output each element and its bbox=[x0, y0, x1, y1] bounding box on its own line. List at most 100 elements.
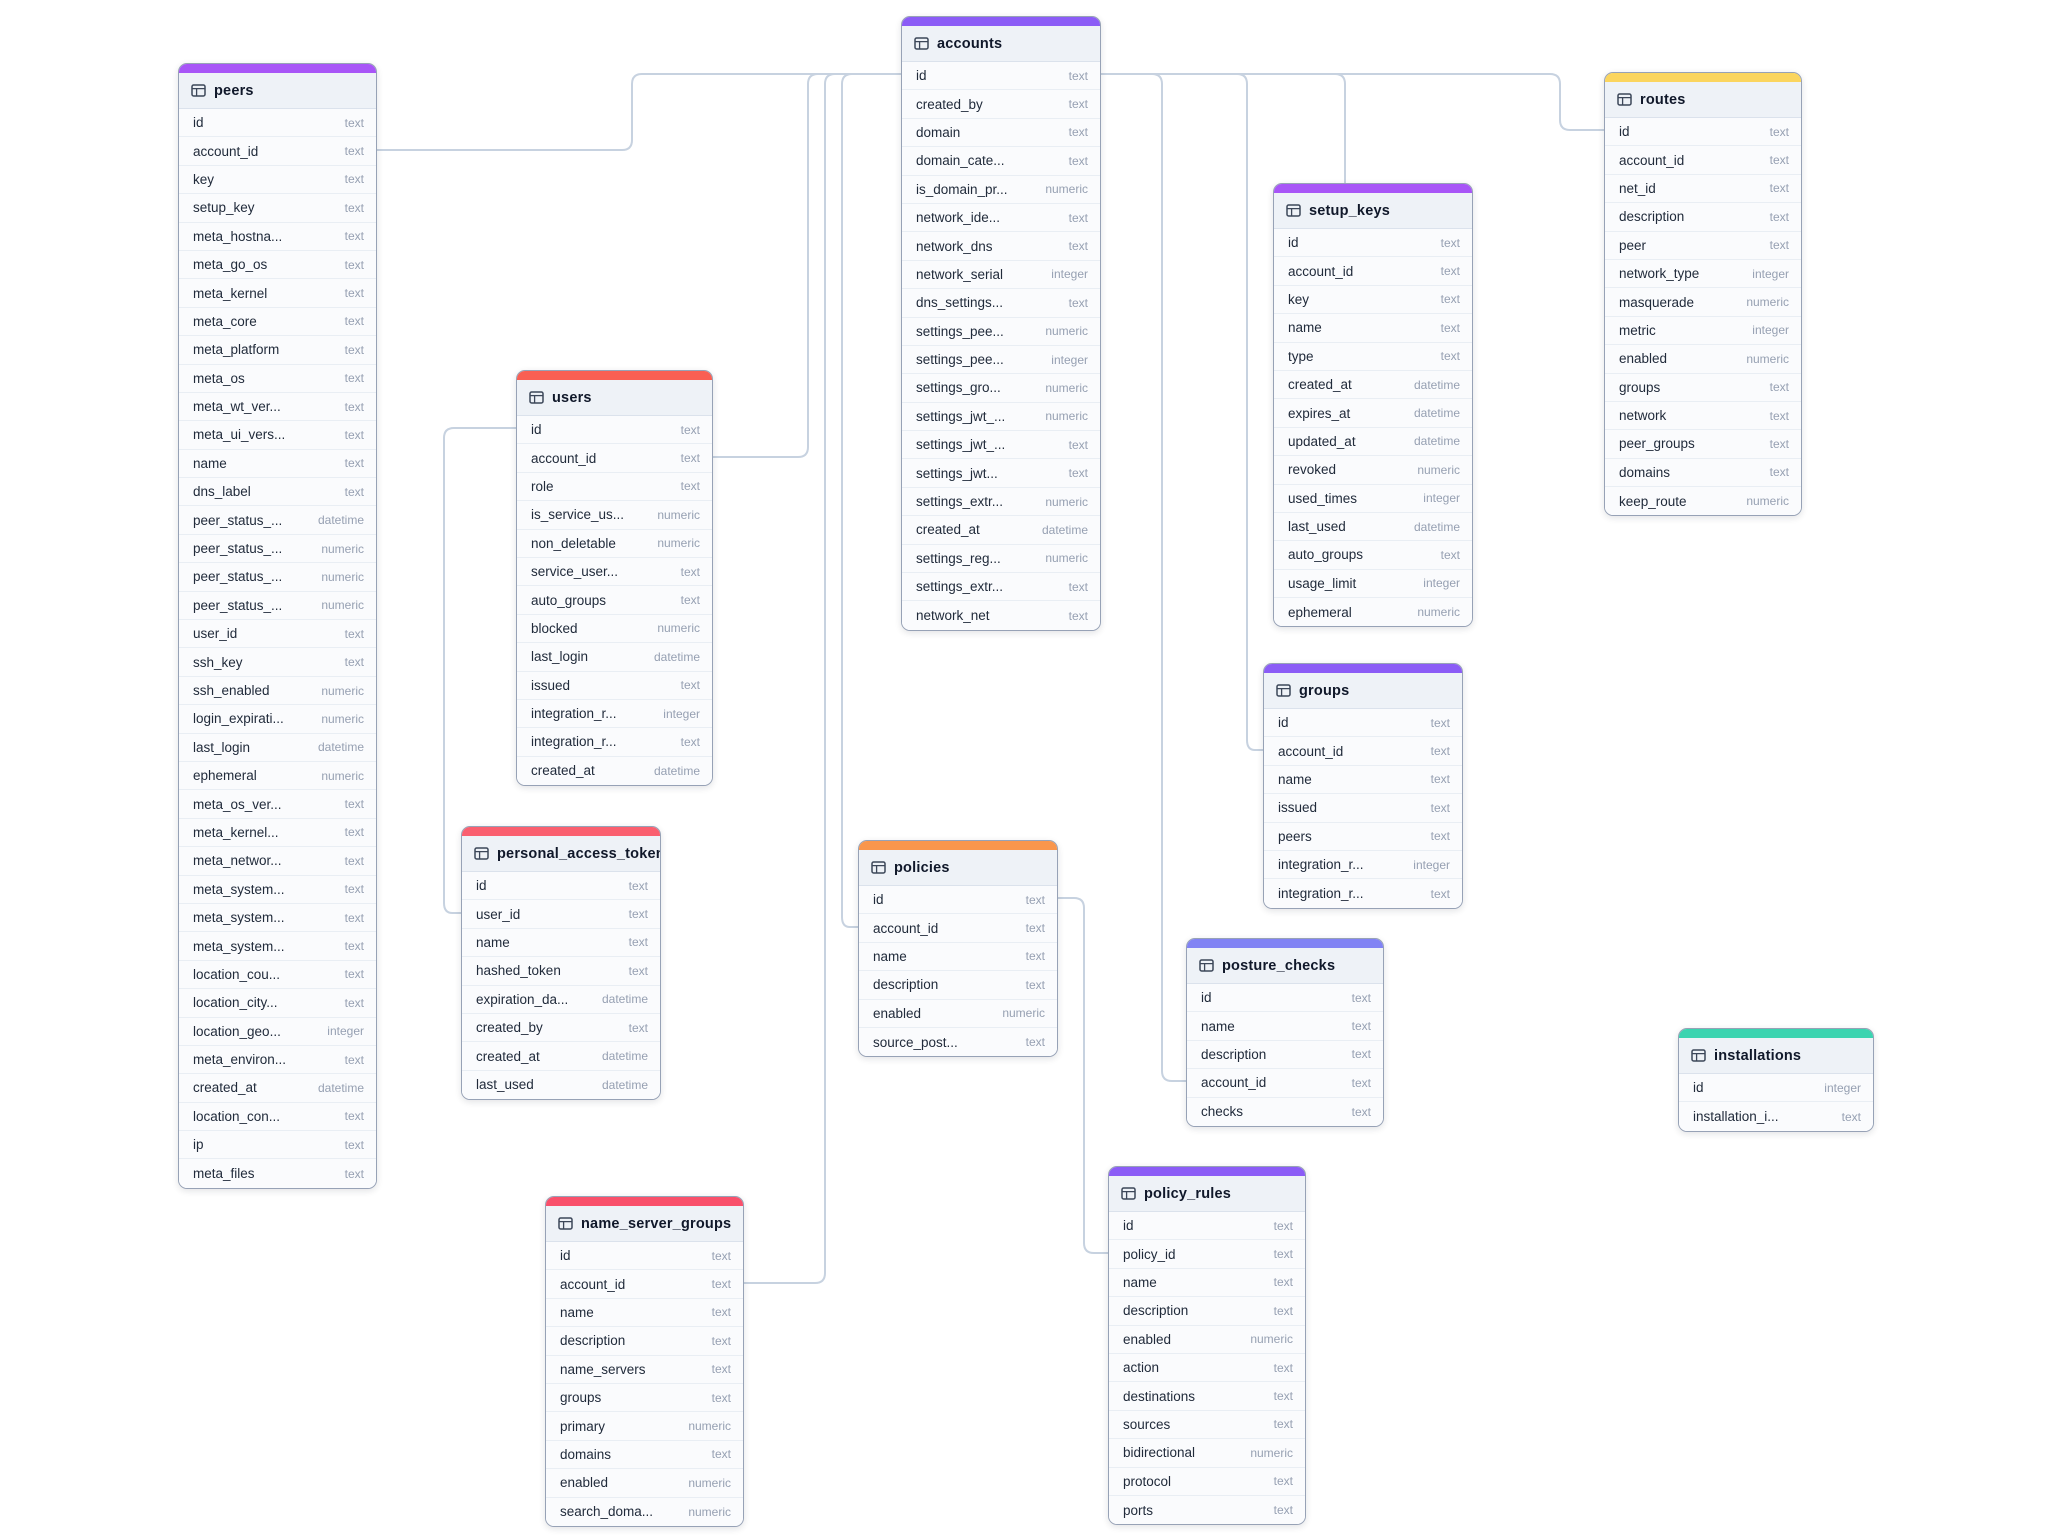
field-row-peers-key[interactable]: keytext bbox=[179, 166, 376, 194]
field-row-peers-meta_go_os[interactable]: meta_go_ostext bbox=[179, 251, 376, 279]
table-posture_checks[interactable]: posture_checksidtextnametextdescriptiont… bbox=[1186, 938, 1384, 1127]
field-row-accounts-settings_pee[interactable]: settings_pee...numeric bbox=[902, 318, 1100, 346]
field-row-setup_keys-type[interactable]: typetext bbox=[1274, 343, 1472, 371]
field-row-setup_keys-used_times[interactable]: used_timesinteger bbox=[1274, 485, 1472, 513]
field-row-accounts-network_dns[interactable]: network_dnstext bbox=[902, 232, 1100, 260]
table-header-groups[interactable]: groups bbox=[1264, 673, 1462, 709]
field-row-policy_rules-protocol[interactable]: protocoltext bbox=[1109, 1468, 1305, 1496]
field-row-accounts-created_by[interactable]: created_bytext bbox=[902, 90, 1100, 118]
field-row-routes-peer[interactable]: peertext bbox=[1605, 232, 1801, 260]
table-policy_rules[interactable]: policy_rulesidtextpolicy_idtextnametextd… bbox=[1108, 1166, 1306, 1525]
field-row-peers-meta_networ[interactable]: meta_networ...text bbox=[179, 847, 376, 875]
table-header-routes[interactable]: routes bbox=[1605, 82, 1801, 118]
field-row-setup_keys-name[interactable]: nametext bbox=[1274, 314, 1472, 342]
field-row-users-integration_r[interactable]: integration_r...integer bbox=[517, 700, 712, 728]
field-row-policy_rules-ports[interactable]: portstext bbox=[1109, 1496, 1305, 1524]
field-row-name_server_groups-id[interactable]: idtext bbox=[546, 1242, 743, 1270]
field-row-policy_rules-name[interactable]: nametext bbox=[1109, 1269, 1305, 1297]
field-row-users-last_login[interactable]: last_logindatetime bbox=[517, 643, 712, 671]
field-row-accounts-created_at[interactable]: created_atdatetime bbox=[902, 516, 1100, 544]
field-row-personal_access_tokens-id[interactable]: idtext bbox=[462, 872, 660, 900]
field-row-peers-ssh_enabled[interactable]: ssh_enablednumeric bbox=[179, 677, 376, 705]
field-row-peers-ip[interactable]: iptext bbox=[179, 1131, 376, 1159]
field-row-routes-peer_groups[interactable]: peer_groupstext bbox=[1605, 430, 1801, 458]
field-row-peers-peer_status_[interactable]: peer_status_...numeric bbox=[179, 563, 376, 591]
field-row-policies-enabled[interactable]: enablednumeric bbox=[859, 1000, 1057, 1028]
field-row-peers-location_city[interactable]: location_city...text bbox=[179, 989, 376, 1017]
field-row-name_server_groups-account_id[interactable]: account_idtext bbox=[546, 1270, 743, 1298]
field-row-peers-account_id[interactable]: account_idtext bbox=[179, 137, 376, 165]
field-row-personal_access_tokens-expiration_da[interactable]: expiration_da...datetime bbox=[462, 986, 660, 1014]
field-row-setup_keys-account_id[interactable]: account_idtext bbox=[1274, 257, 1472, 285]
field-row-personal_access_tokens-hashed_token[interactable]: hashed_tokentext bbox=[462, 957, 660, 985]
field-row-policy_rules-sources[interactable]: sourcestext bbox=[1109, 1411, 1305, 1439]
field-row-posture_checks-name[interactable]: nametext bbox=[1187, 1012, 1383, 1040]
field-row-policy_rules-destinations[interactable]: destinationstext bbox=[1109, 1382, 1305, 1410]
field-row-users-id[interactable]: idtext bbox=[517, 416, 712, 444]
field-row-peers-user_id[interactable]: user_idtext bbox=[179, 620, 376, 648]
field-row-peers-meta_ui_vers[interactable]: meta_ui_vers...text bbox=[179, 421, 376, 449]
field-row-peers-meta_kernel[interactable]: meta_kernel...text bbox=[179, 819, 376, 847]
table-header-setup_keys[interactable]: setup_keys bbox=[1274, 193, 1472, 229]
field-row-users-created_at[interactable]: created_atdatetime bbox=[517, 757, 712, 785]
table-header-users[interactable]: users bbox=[517, 380, 712, 416]
field-row-users-issued[interactable]: issuedtext bbox=[517, 672, 712, 700]
field-row-peers-meta_system[interactable]: meta_system...text bbox=[179, 904, 376, 932]
field-row-accounts-domain[interactable]: domaintext bbox=[902, 119, 1100, 147]
field-row-policies-description[interactable]: descriptiontext bbox=[859, 971, 1057, 999]
table-header-posture_checks[interactable]: posture_checks bbox=[1187, 948, 1383, 984]
field-row-setup_keys-auto_groups[interactable]: auto_groupstext bbox=[1274, 541, 1472, 569]
field-row-peers-created_at[interactable]: created_atdatetime bbox=[179, 1074, 376, 1102]
field-row-setup_keys-id[interactable]: idtext bbox=[1274, 229, 1472, 257]
field-row-routes-network_type[interactable]: network_typeinteger bbox=[1605, 260, 1801, 288]
field-row-name_server_groups-search_doma[interactable]: search_doma...numeric bbox=[546, 1498, 743, 1526]
field-row-peers-meta_files[interactable]: meta_filestext bbox=[179, 1159, 376, 1187]
field-row-accounts-network_net[interactable]: network_nettext bbox=[902, 601, 1100, 629]
field-row-users-blocked[interactable]: blockednumeric bbox=[517, 615, 712, 643]
field-row-peers-meta_system[interactable]: meta_system...text bbox=[179, 876, 376, 904]
field-row-name_server_groups-name_servers[interactable]: name_serverstext bbox=[546, 1356, 743, 1384]
table-header-personal_access_tokens[interactable]: personal_access_tokens bbox=[462, 836, 660, 872]
field-row-policy_rules-enabled[interactable]: enablednumeric bbox=[1109, 1326, 1305, 1354]
table-header-policies[interactable]: policies bbox=[859, 850, 1057, 886]
field-row-setup_keys-expires_at[interactable]: expires_atdatetime bbox=[1274, 399, 1472, 427]
field-row-name_server_groups-name[interactable]: nametext bbox=[546, 1299, 743, 1327]
field-row-name_server_groups-description[interactable]: descriptiontext bbox=[546, 1327, 743, 1355]
field-row-posture_checks-account_id[interactable]: account_idtext bbox=[1187, 1069, 1383, 1097]
table-setup_keys[interactable]: setup_keysidtextaccount_idtextkeytextnam… bbox=[1273, 183, 1473, 627]
field-row-policy_rules-policy_id[interactable]: policy_idtext bbox=[1109, 1240, 1305, 1268]
field-row-policy_rules-action[interactable]: actiontext bbox=[1109, 1354, 1305, 1382]
field-row-routes-groups[interactable]: groupstext bbox=[1605, 374, 1801, 402]
field-row-routes-enabled[interactable]: enablednumeric bbox=[1605, 345, 1801, 373]
field-row-users-service_user[interactable]: service_user...text bbox=[517, 558, 712, 586]
field-row-users-is_service_us[interactable]: is_service_us...numeric bbox=[517, 501, 712, 529]
table-name_server_groups[interactable]: name_server_groupsidtextaccount_idtextna… bbox=[545, 1196, 744, 1527]
field-row-routes-id[interactable]: idtext bbox=[1605, 118, 1801, 146]
field-row-peers-peer_status_[interactable]: peer_status_...datetime bbox=[179, 506, 376, 534]
table-header-policy_rules[interactable]: policy_rules bbox=[1109, 1176, 1305, 1212]
field-row-name_server_groups-domains[interactable]: domainstext bbox=[546, 1441, 743, 1469]
field-row-accounts-network_ide[interactable]: network_ide...text bbox=[902, 204, 1100, 232]
field-row-groups-integration_r[interactable]: integration_r...integer bbox=[1264, 851, 1462, 879]
table-header-accounts[interactable]: accounts bbox=[902, 26, 1100, 62]
field-row-personal_access_tokens-name[interactable]: nametext bbox=[462, 929, 660, 957]
field-row-peers-peer_status_[interactable]: peer_status_...numeric bbox=[179, 592, 376, 620]
field-row-peers-meta_environ[interactable]: meta_environ...text bbox=[179, 1046, 376, 1074]
field-row-users-auto_groups[interactable]: auto_groupstext bbox=[517, 586, 712, 614]
field-row-peers-dns_label[interactable]: dns_labeltext bbox=[179, 478, 376, 506]
field-row-policies-id[interactable]: idtext bbox=[859, 886, 1057, 914]
table-policies[interactable]: policiesidtextaccount_idtextnametextdesc… bbox=[858, 840, 1058, 1057]
field-row-routes-metric[interactable]: metricinteger bbox=[1605, 317, 1801, 345]
field-row-policy_rules-id[interactable]: idtext bbox=[1109, 1212, 1305, 1240]
field-row-peers-id[interactable]: idtext bbox=[179, 109, 376, 137]
field-row-peers-ephemeral[interactable]: ephemeralnumeric bbox=[179, 762, 376, 790]
field-row-policy_rules-description[interactable]: descriptiontext bbox=[1109, 1297, 1305, 1325]
field-row-setup_keys-ephemeral[interactable]: ephemeralnumeric bbox=[1274, 598, 1472, 626]
field-row-personal_access_tokens-user_id[interactable]: user_idtext bbox=[462, 900, 660, 928]
field-row-setup_keys-key[interactable]: keytext bbox=[1274, 286, 1472, 314]
field-row-setup_keys-created_at[interactable]: created_atdatetime bbox=[1274, 371, 1472, 399]
table-header-peers[interactable]: peers bbox=[179, 73, 376, 109]
field-row-routes-keep_route[interactable]: keep_routenumeric bbox=[1605, 487, 1801, 515]
field-row-peers-meta_kernel[interactable]: meta_kerneltext bbox=[179, 279, 376, 307]
field-row-peers-meta_os_ver[interactable]: meta_os_ver...text bbox=[179, 790, 376, 818]
